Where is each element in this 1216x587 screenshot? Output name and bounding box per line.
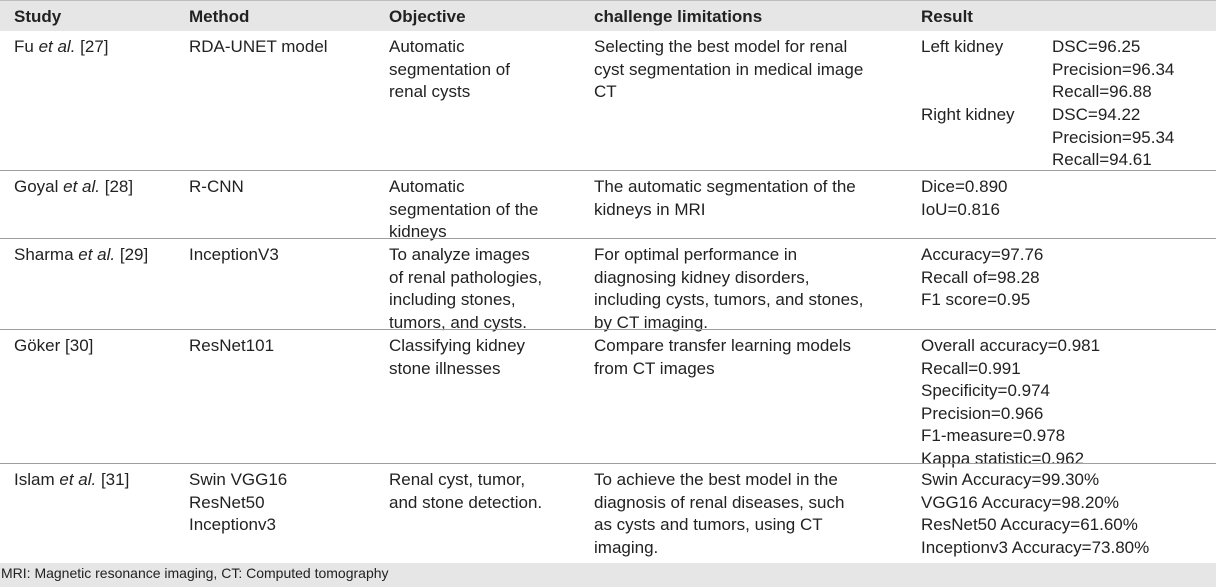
- study-cell: Goyal et al. [28]: [14, 177, 134, 196]
- row-divider: [0, 463, 1216, 464]
- challenge-cell: To achieve the best model in the diagnos…: [594, 470, 845, 557]
- table-row: Fu et al. [27] RDA-UNET model Automatic …: [0, 30, 1216, 170]
- table-row: Göker [30] ResNet101 Classifying kidney …: [0, 329, 1216, 468]
- challenge-cell: The automatic segmentation of the kidney…: [594, 177, 856, 219]
- result-cell: Accuracy=97.76 Recall of=98.28 F1 score=…: [921, 245, 1044, 309]
- row-divider: [0, 329, 1216, 330]
- study-cell: Sharma et al. [29]: [14, 245, 149, 264]
- objective-cell: Automatic segmentation of renal cysts: [389, 37, 510, 101]
- challenge-cell: Compare transfer learning models from CT…: [594, 336, 852, 378]
- row-divider: [0, 238, 1216, 239]
- result-group-left: Left kidney DSC=96.25 Precision=96.34 Re…: [921, 37, 1175, 101]
- footnote-text: MRI: Magnetic resonance imaging, CT: Com…: [1, 565, 389, 581]
- study-cell: Islam et al. [31]: [14, 470, 130, 489]
- result-cell: Dice=0.890 IoU=0.816: [921, 177, 1008, 219]
- objective-cell: Renal cyst, tumor, and stone detection.: [389, 470, 543, 512]
- table-header: Study Method Objective challenge limitat…: [0, 0, 1216, 31]
- table-row: Islam et al. [31] Swin VGG16 ResNet50 In…: [0, 463, 1216, 563]
- objective-cell: Classifying kidney stone illnesses: [389, 336, 526, 378]
- header-challenge: challenge limitations: [594, 7, 763, 26]
- result-group-right: Right kidney DSC=94.22 Precision=95.34 R…: [921, 105, 1175, 169]
- table-row: Goyal et al. [28] R-CNN Automatic segmen…: [0, 170, 1216, 241]
- objective-cell: To analyze images of renal pathologies, …: [389, 245, 543, 332]
- study-cell: Göker [30]: [14, 336, 94, 355]
- header-study: Study: [14, 7, 62, 26]
- header-method: Method: [189, 7, 250, 26]
- challenge-cell: For optimal performance in diagnosing ki…: [594, 245, 864, 332]
- table-footnote: MRI: Magnetic resonance imaging, CT: Com…: [0, 563, 1216, 587]
- header-result: Result: [921, 7, 973, 26]
- method-cell: InceptionV3: [189, 245, 279, 264]
- study-cell: Fu et al. [27]: [14, 37, 109, 56]
- challenge-cell: Selecting the best model for renal cyst …: [594, 37, 864, 101]
- row-divider: [0, 170, 1216, 171]
- method-cell: RDA-UNET model: [189, 37, 328, 56]
- result-cell: Swin Accuracy=99.30% VGG16 Accuracy=98.2…: [921, 470, 1150, 557]
- method-cell: ResNet101: [189, 336, 275, 355]
- result-cell: Overall accuracy=0.981 Recall=0.991 Spec…: [921, 336, 1101, 468]
- table-row: Sharma et al. [29] InceptionV3 To analyz…: [0, 238, 1216, 332]
- method-cell: R-CNN: [189, 177, 244, 196]
- objective-cell: Automatic segmentation of the kidneys: [389, 177, 539, 241]
- header-objective: Objective: [389, 7, 466, 26]
- method-cell: Swin VGG16 ResNet50 Inceptionv3: [189, 470, 288, 534]
